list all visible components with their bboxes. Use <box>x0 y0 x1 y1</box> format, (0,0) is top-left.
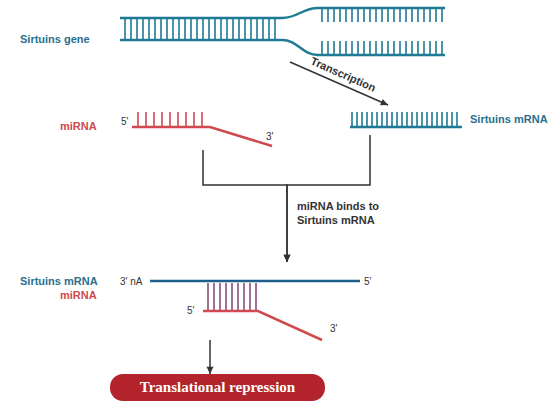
strand-end-label: 3' <box>330 324 337 334</box>
flow-arrow <box>203 150 290 262</box>
duplex-illustration: Sirtuins mRNA miRNA 3' nA 5' 5' 3' <box>15 262 385 340</box>
outcome-box: Translational repression <box>110 374 325 401</box>
flow-arrow <box>207 340 214 374</box>
arrow-head <box>284 255 291 262</box>
connector-line <box>287 135 370 262</box>
mrna-label: Sirtuins mRNA <box>20 276 98 287</box>
mirna-label: miRNA <box>60 290 97 301</box>
flow-arrow <box>284 135 370 262</box>
arrow-head <box>380 99 388 105</box>
gene-label: Sirtuins gene <box>20 34 90 45</box>
strand-end-label: 3' nA <box>120 277 142 287</box>
strand-end-label: 5' <box>121 117 128 127</box>
strand-end-label: 3' <box>266 132 273 142</box>
arrow-head <box>207 367 214 374</box>
connector-line <box>203 150 287 262</box>
outcome-text: Translational repression <box>140 380 295 395</box>
mrna-illustration: Sirtuins mRNA <box>345 105 550 135</box>
mrna-strand <box>350 112 462 127</box>
mirna-illustration: miRNA 5' 3' <box>55 105 285 150</box>
duplex-strands <box>150 281 360 340</box>
mirna-strand <box>132 112 272 146</box>
strand-end-label: 5' <box>364 277 371 287</box>
edge-label: miRNA binds to Sirtuins mRNA <box>297 200 402 228</box>
dna-double-helix <box>120 8 445 55</box>
gene-illustration: Sirtuins gene <box>15 0 445 62</box>
arrow-head <box>284 255 291 262</box>
mrna-label: Sirtuins mRNA <box>470 114 548 125</box>
mirna-label: miRNA <box>60 121 97 132</box>
strand-end-label: 5' <box>187 306 194 316</box>
